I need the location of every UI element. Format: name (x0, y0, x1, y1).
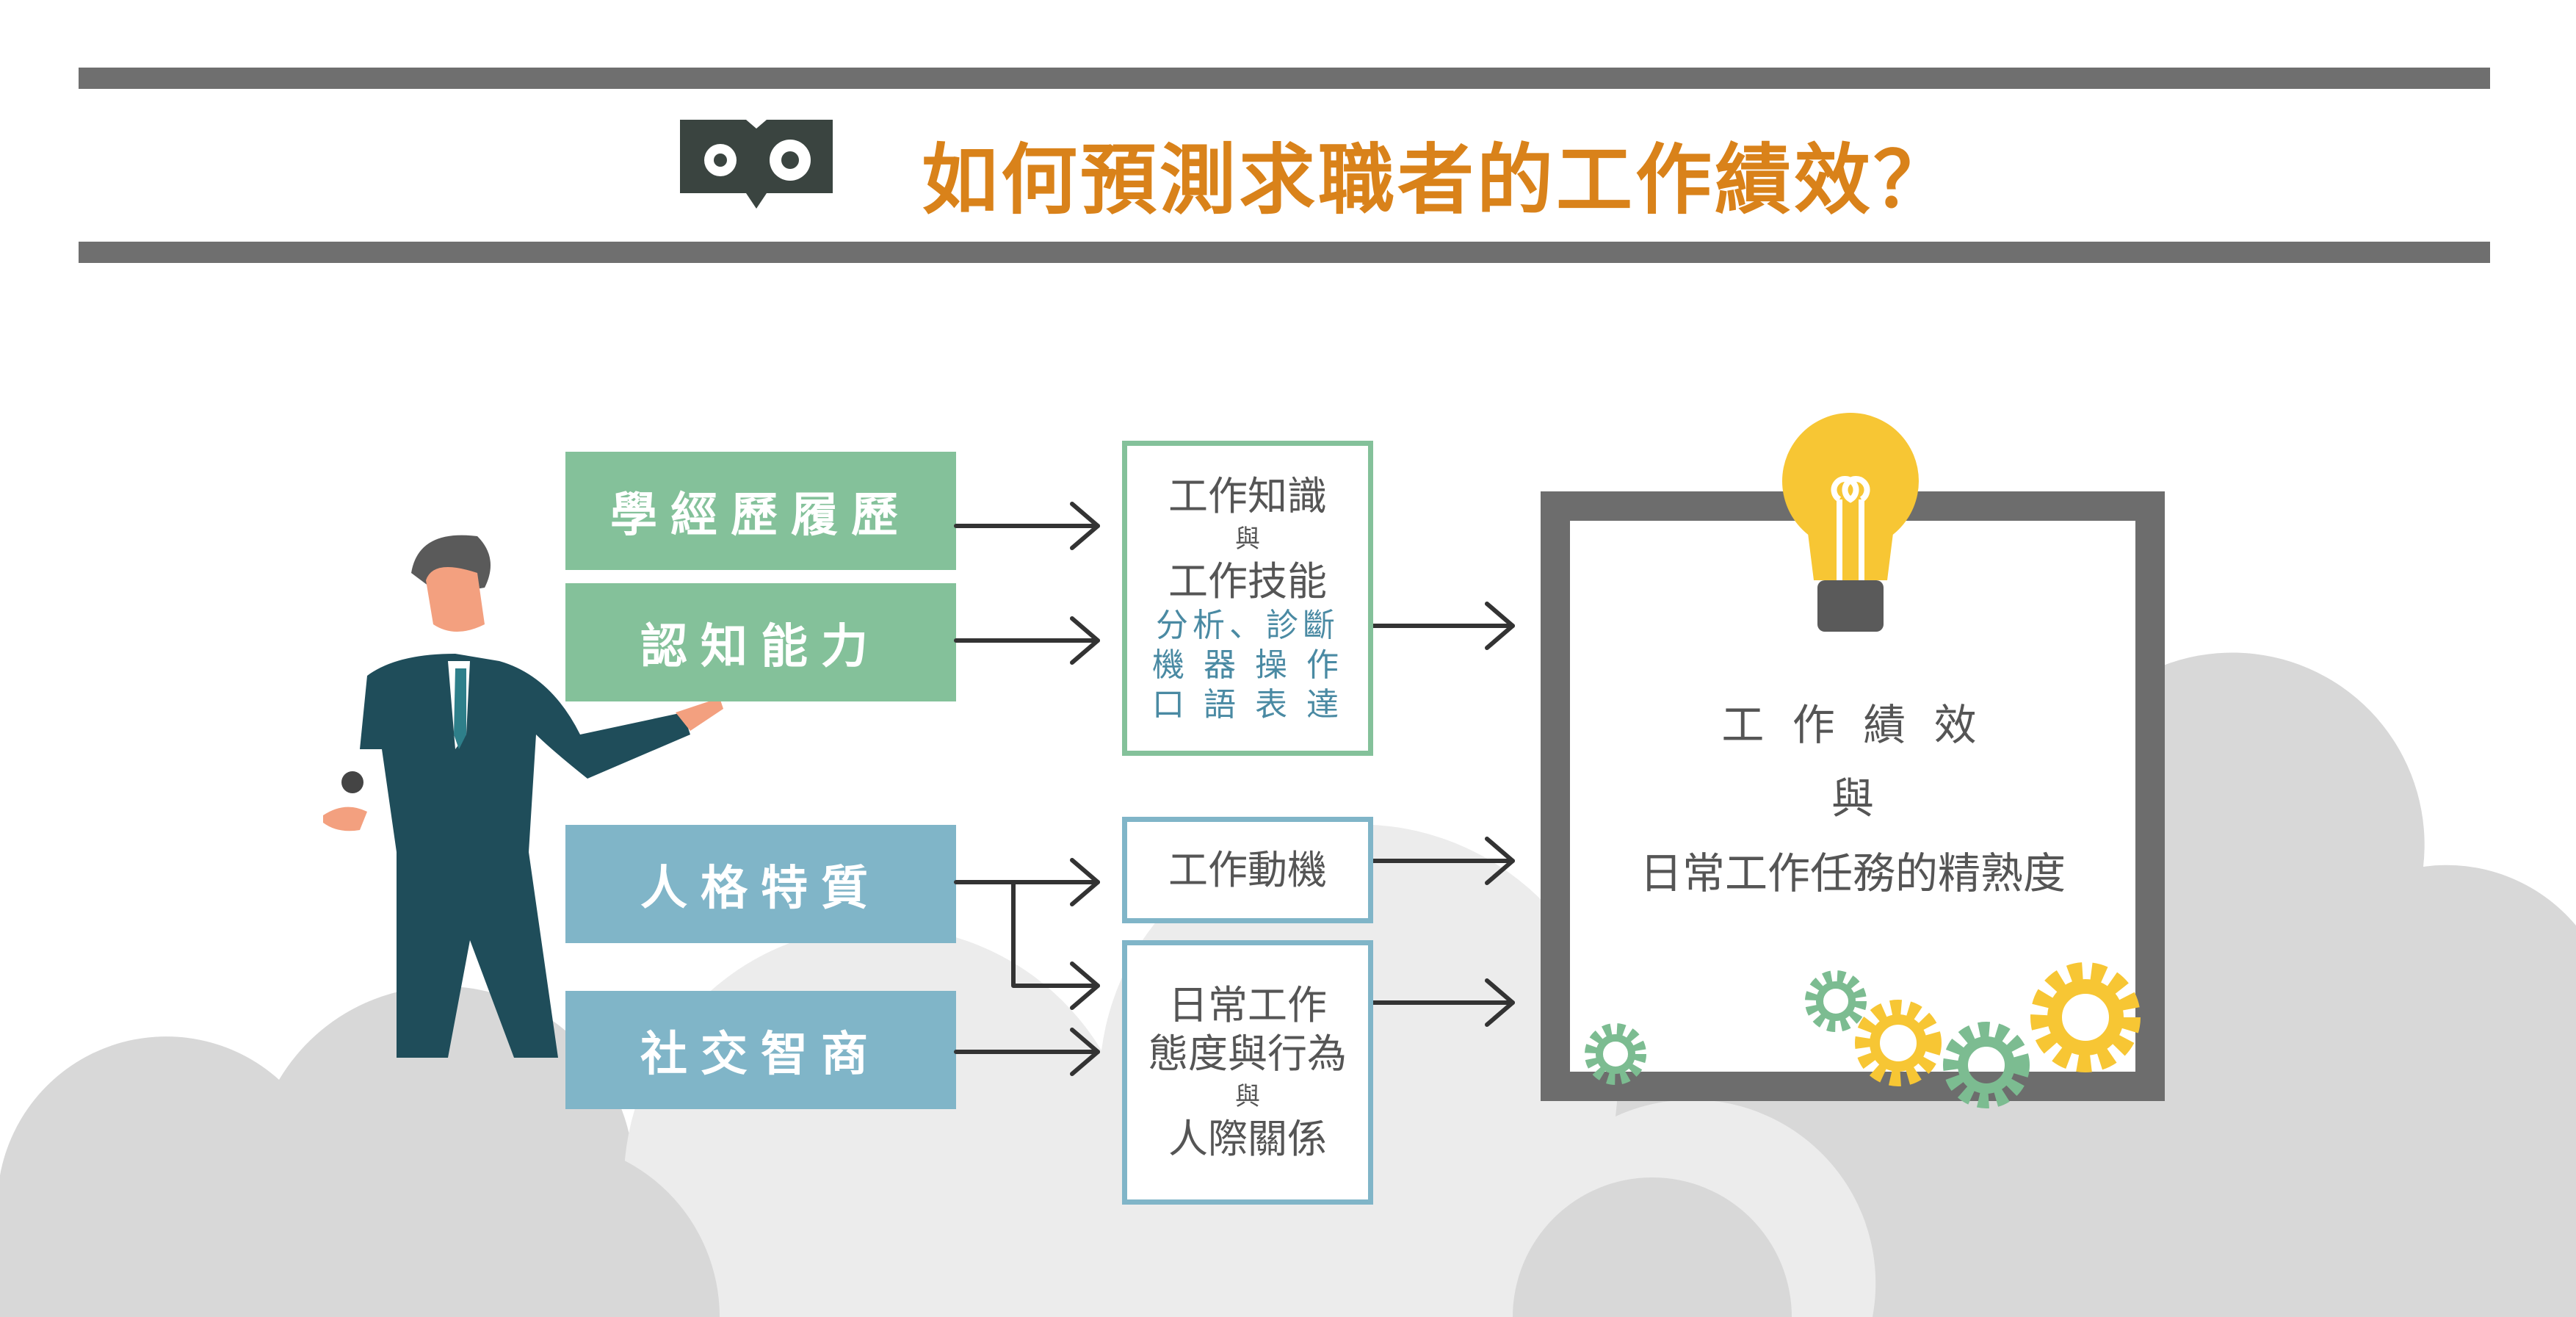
gear-icon (1805, 970, 1867, 1032)
gear-icon (1943, 1022, 2030, 1108)
behavior-box: 日常工作 態度與行為 與 人際關係 (1122, 940, 1373, 1205)
predictor-social-intelligence: 社交智商 (565, 991, 956, 1109)
gear-icon (1855, 1000, 1942, 1086)
behavior-conj: 與 (1235, 1082, 1260, 1111)
arrow-knowledge-to-performance (1371, 602, 1515, 650)
outcome-line2: 日常工作任務的精熟度 (1639, 848, 2066, 898)
arrow-motivation-to-performance (1371, 837, 1515, 885)
arrow-personality-to-motivation (954, 858, 1100, 906)
arrow-personality-to-behavior (1011, 880, 1100, 1010)
arrow-social-to-behavior (954, 1028, 1100, 1076)
gear-icon (1585, 1023, 1646, 1085)
header-bottom-rule (79, 242, 2490, 263)
motivation-label: 工作動機 (1168, 846, 1327, 893)
predictor-personality: 人格特質 (565, 825, 956, 943)
behavior-line1: 日常工作 (1168, 982, 1327, 1028)
predictor-cognitive-ability: 認知能力 (565, 583, 956, 701)
header-top-rule (79, 68, 2490, 89)
knowledge-line1: 工作知識 (1168, 472, 1327, 519)
skill-detail: 機 器 操 作 (1152, 646, 1343, 684)
lightbulb-icon (1782, 413, 1919, 632)
arrow-cognitive-to-knowledge (954, 616, 1100, 665)
motivation-box: 工作動機 (1122, 817, 1373, 923)
arrow-behavior-to-performance (1371, 978, 1515, 1027)
knowledge-skills-box: 工作知識 與 工作技能 分析、診斷 機 器 操 作 口 語 表 達 (1122, 441, 1373, 756)
cloud-front-right (1513, 1177, 1792, 1317)
gear-icon (2030, 962, 2141, 1072)
businessman-illustration (323, 535, 723, 1058)
cloud-front-left (367, 1141, 720, 1317)
behavior-line2: 態度與行為 (1148, 1031, 1347, 1077)
predictor-education-experience: 學經歷履歷 (565, 452, 956, 570)
owl-book-logo-icon (680, 120, 833, 209)
skill-detail: 口 語 表 達 (1152, 685, 1343, 724)
outcome-conj: 與 (1831, 773, 1874, 823)
knowledge-conj: 與 (1235, 524, 1260, 554)
arrow-education-to-knowledge (954, 502, 1100, 550)
gears-decoration (1585, 962, 2141, 1108)
page-title: 如何預測求職者的工作績效？ (922, 135, 1953, 225)
outcome-line1: 工 作 績 效 (1721, 700, 1984, 750)
behavior-line3: 人際關係 (1168, 1116, 1327, 1162)
knowledge-line2: 工作技能 (1168, 558, 1327, 605)
skill-detail: 分析、診斷 (1156, 606, 1339, 644)
